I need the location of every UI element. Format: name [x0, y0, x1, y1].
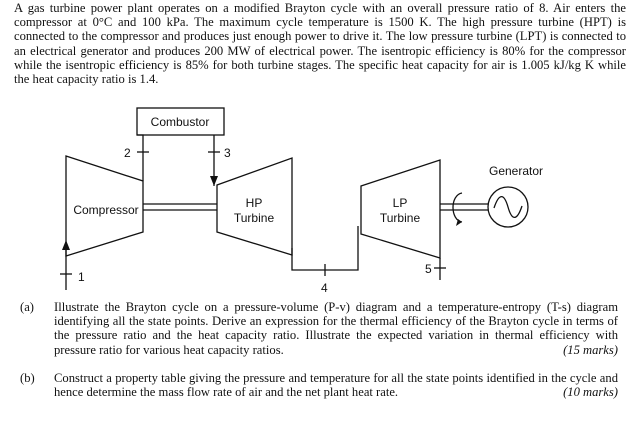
- state-point-1: 1: [78, 270, 85, 284]
- generator-label: Generator: [489, 164, 543, 178]
- question-marks: (15 marks): [563, 342, 618, 357]
- question-marks: (10 marks): [563, 385, 618, 400]
- lp-turbine-label-line2: Turbine: [380, 211, 421, 225]
- arrow-head-icon: [210, 176, 218, 186]
- compressor-label: Compressor: [73, 203, 138, 217]
- combustor-label: Combustor: [151, 115, 210, 129]
- hp-turbine-label-line2: Turbine: [234, 211, 275, 225]
- question-text: Illustrate the Brayton cycle on a pressu…: [54, 300, 618, 357]
- arrow-head-icon: [456, 219, 462, 226]
- question-label: (b): [20, 371, 35, 385]
- question-label: (a): [20, 300, 34, 314]
- hp-turbine-label-line1: HP: [246, 196, 263, 210]
- state-point-4: 4: [321, 281, 328, 295]
- state-point-3: 3: [224, 146, 231, 160]
- rotation-arrow-icon: [452, 192, 463, 223]
- combustor-box: [136, 107, 225, 136]
- state-point-2: 2: [124, 146, 131, 160]
- question-text: Construct a property table giving the pr…: [54, 371, 618, 400]
- flow-line-2: [137, 134, 144, 181]
- problem-statement: A gas turbine power plant operates on a …: [14, 1, 626, 87]
- arrow-head-icon: [62, 240, 70, 250]
- sine-wave-icon: [493, 195, 523, 219]
- state-point-5: 5: [425, 262, 432, 276]
- lp-turbine-label-line1: LP: [393, 196, 408, 210]
- compressor-shape: [65, 155, 144, 257]
- flow-line-4: [291, 226, 359, 271]
